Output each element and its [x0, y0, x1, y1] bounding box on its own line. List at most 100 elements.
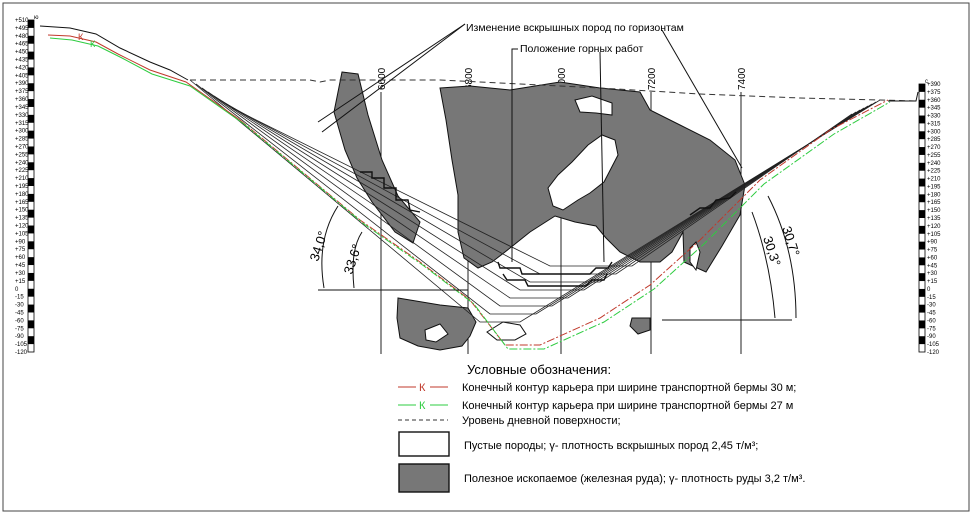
left-scale-label: +420: [15, 65, 29, 71]
legend-green-marker-bg: [416, 398, 430, 410]
left-scale-label: +120: [15, 224, 29, 230]
right-scale-label: +360: [927, 98, 941, 104]
right-scale-corner-letter: с: [925, 79, 928, 85]
left-scale-label: +75: [15, 247, 26, 253]
left-scale-segment: [28, 162, 34, 171]
left-scale-segment: [28, 51, 34, 60]
right-scale-segment: [919, 257, 925, 266]
right-scale-segment: [919, 84, 925, 92]
left-elevation-scale: +510+495+480+465+450+435+420+405+390+375…: [15, 18, 35, 356]
waste-inclusion-1: [574, 95, 613, 116]
right-scale-label: +90: [927, 240, 938, 246]
left-scale-segment: [28, 257, 34, 266]
right-scale-label: +60: [927, 255, 938, 261]
left-scale-segment: [28, 35, 34, 44]
angle-construction: [318, 195, 797, 321]
left-scale-label: +510: [15, 18, 29, 24]
right-scale-label: +105: [927, 232, 941, 238]
left-scale-segment: [28, 83, 34, 92]
right-scale-label: -45: [927, 311, 936, 317]
left-scale-segment: [28, 320, 34, 329]
pit-bench-line: [231, 107, 853, 267]
left-scale-label: +270: [15, 144, 29, 150]
grid-label-6800: 6800: [464, 67, 475, 90]
grid-label-7200: 7200: [647, 67, 658, 90]
left-scale-label: -90: [15, 334, 24, 340]
left-scale-segment: [28, 146, 34, 155]
right-elevation-scale: +390+375+360+345+330+315+300+285+270+255…: [918, 82, 941, 356]
right-scale-label: -60: [927, 318, 936, 324]
right-scale-segment: [919, 194, 925, 203]
left-scale-segment: [28, 304, 34, 313]
right-scale-label: +15: [927, 279, 938, 285]
legend: Условные обозначения: К Конечный контур …: [398, 362, 805, 493]
left-scale-label: +435: [15, 58, 29, 64]
leader-overburden-2: [317, 23, 466, 123]
leader-lines: [317, 23, 743, 263]
left-scale-segment: [28, 193, 34, 202]
leader-mining-1: [511, 48, 518, 262]
left-scale-segment: [28, 288, 34, 297]
left-scale-label: +390: [15, 81, 29, 87]
left-scale-label: +135: [15, 216, 29, 222]
left-scale-label: +375: [15, 89, 29, 95]
left-scale-corner-letter: ю: [34, 15, 39, 21]
right-scale-segment: [919, 336, 925, 345]
right-scale-label: +30: [927, 271, 938, 277]
right-scale-label: +375: [927, 90, 941, 96]
left-scale-label: +105: [15, 231, 29, 237]
right-scale-label: +135: [927, 216, 941, 222]
right-scale-label: +255: [927, 153, 941, 159]
waste-inclusions: [424, 95, 701, 343]
left-scale-label: +180: [15, 192, 29, 198]
left-scale-segment: [28, 178, 34, 186]
right-scale-label: +300: [927, 129, 941, 135]
angle-label-4: 30,7°: [779, 224, 803, 258]
mining-step-1: [497, 261, 613, 275]
left-scale-label: +255: [15, 152, 29, 158]
mining-position-annotation: Положение горных работ: [520, 43, 643, 55]
leader-overburden-1: [321, 23, 466, 133]
left-scale-label: -45: [15, 310, 24, 316]
left-scale-label: +315: [15, 121, 29, 127]
ore-body-southwest: [396, 297, 477, 351]
left-scale-label: -30: [15, 303, 24, 309]
angle-label-2: 33,6°: [341, 242, 365, 276]
left-scale-label: -75: [15, 326, 24, 332]
left-scale-segment: [28, 67, 34, 76]
right-scale-label: +150: [927, 208, 941, 214]
left-scale-label: 0: [15, 287, 19, 293]
right-scale-segment: [919, 304, 925, 313]
right-scale-segment: [919, 320, 925, 329]
left-scale-label: +195: [15, 184, 29, 190]
left-scale-segment: [28, 99, 34, 107]
left-scale-label: +150: [15, 208, 29, 214]
mining-step-east: [689, 191, 737, 216]
ground-red-contour-left: [47, 34, 241, 121]
right-scale-label: +390: [927, 82, 941, 88]
grid-label-7000: 7000: [557, 67, 568, 90]
left-scale-label: +90: [15, 239, 26, 245]
left-scale-label: +495: [15, 26, 29, 32]
right-scale-label: +225: [927, 169, 941, 175]
legend-waste-swatch: [398, 431, 450, 457]
legend-dashed-text: Уровень дневной поверхности;: [462, 415, 621, 427]
left-scale-label: +330: [15, 113, 29, 119]
left-scale-label: -15: [15, 295, 24, 301]
right-scale-label: -105: [927, 342, 940, 348]
leader-overburden-3: [661, 29, 743, 169]
grid-label-7400: 7400: [737, 67, 748, 90]
pit-bench-line: [219, 99, 861, 283]
legend-ore-swatch: [398, 463, 450, 493]
left-scale-label: +60: [15, 255, 26, 261]
legend-green-marker: К: [419, 400, 426, 412]
left-scale-label: -60: [15, 318, 24, 324]
left-scale-label: +225: [15, 168, 29, 174]
right-scale-label: +120: [927, 224, 941, 230]
left-scale-label: +15: [15, 279, 26, 285]
left-scale-label: +210: [15, 176, 29, 182]
left-scale-label: +465: [15, 42, 29, 48]
right-scale-label: +165: [927, 200, 941, 206]
left-scale-label: +480: [15, 34, 29, 40]
waste-inclusion-4: [486, 321, 527, 341]
